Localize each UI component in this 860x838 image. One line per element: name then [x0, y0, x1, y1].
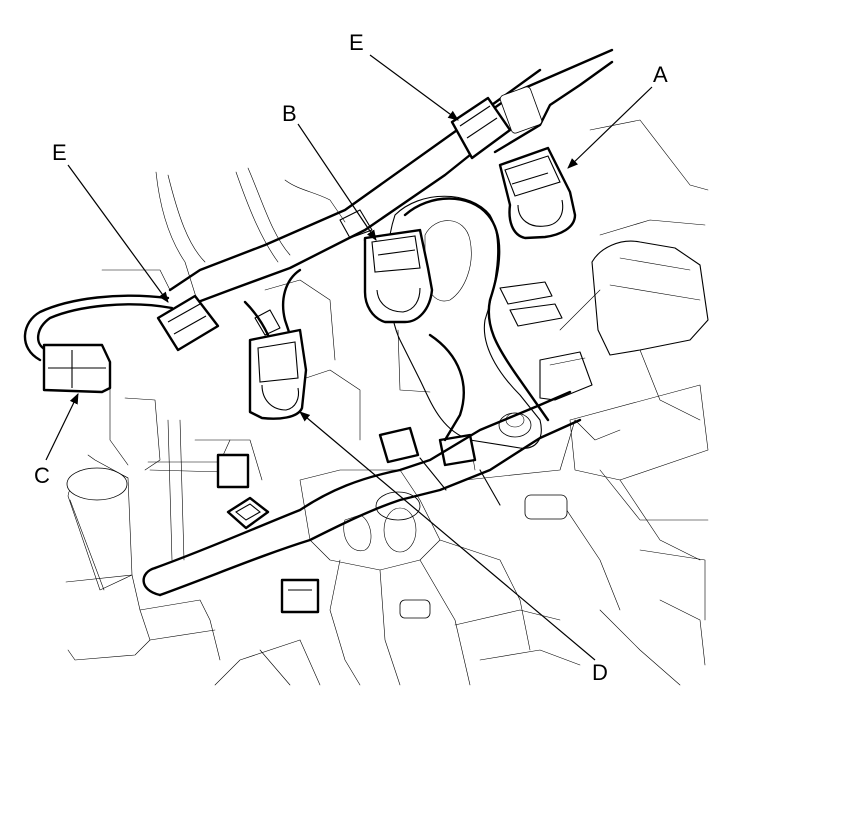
- callout-labels: A B C D E E: [34, 30, 668, 685]
- connector-b: [339, 209, 434, 324]
- leader-b: [297, 123, 377, 241]
- connector-c: [42, 343, 112, 394]
- callout-label-c: C: [34, 463, 50, 488]
- engine-background-detail: [65, 119, 709, 686]
- callout-label-d: D: [592, 660, 608, 685]
- harness-clamp-e-top: [450, 96, 512, 160]
- connector-a: [498, 86, 577, 240]
- callout-label-e-left: E: [52, 140, 67, 165]
- callout-label-e-top: E: [349, 30, 364, 55]
- leader-a: [567, 86, 653, 169]
- leader-c: [45, 393, 79, 461]
- leader-d: [299, 411, 596, 661]
- callout-label-a: A: [653, 62, 668, 87]
- leader-e-left: [67, 164, 169, 303]
- leader-lines: [45, 54, 653, 661]
- callout-label-b: B: [282, 101, 297, 126]
- wiring-harness: [23, 48, 614, 597]
- harness-clamp-e-left: [156, 294, 220, 352]
- connector-d: [248, 309, 308, 420]
- leader-e-top: [369, 54, 459, 121]
